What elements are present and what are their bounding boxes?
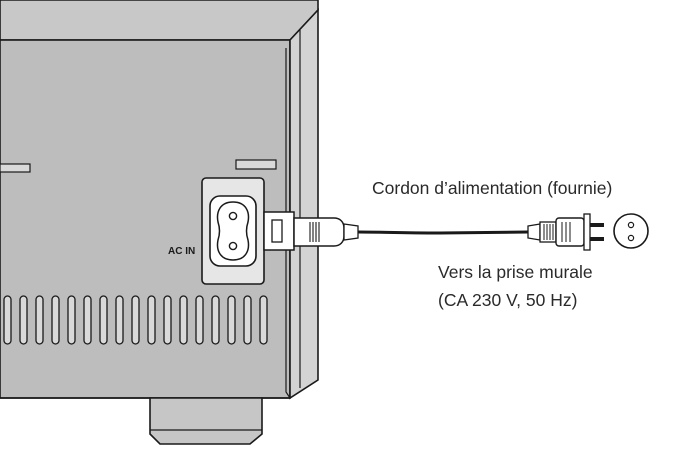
plug-grip-ribs (309, 222, 320, 242)
slot-marker-left (0, 163, 31, 173)
vent-slot (99, 295, 108, 345)
power-cord (357, 230, 529, 235)
power-cord-label: Cordon d’alimentation (fournie) (372, 178, 613, 198)
vent-slot (179, 295, 188, 345)
wall-plug (527, 213, 604, 251)
device-back-panel (0, 0, 319, 445)
vent-slot (35, 295, 44, 345)
vent-slot (163, 295, 172, 345)
plug-front-tab (271, 219, 283, 243)
vent-slot (195, 295, 204, 345)
vent-slot (67, 295, 76, 345)
vent-slot (83, 295, 92, 345)
ac-inlet-socket (216, 201, 250, 261)
wall-plug-body-ribs (561, 222, 571, 242)
ac-inlet (201, 177, 265, 285)
wall-plug-pin-top (590, 223, 604, 227)
wall-outlet (613, 213, 649, 249)
wall-outlet-label: Vers la prise murale (438, 262, 593, 282)
ventilation-slots (3, 295, 268, 345)
wall-plug-face (583, 213, 591, 251)
vent-slot (51, 295, 60, 345)
wall-plug-grip (539, 221, 557, 243)
vent-slot (131, 295, 140, 345)
wall-outlet-hole (627, 234, 635, 242)
slot-marker-right (235, 159, 277, 170)
device-top-surface (0, 0, 319, 41)
ac-in-label: AC IN (168, 246, 196, 257)
wall-plug-strain-relief (527, 223, 541, 241)
plug-strain-relief (343, 223, 359, 241)
vent-slot (259, 295, 268, 345)
wall-outlet-voltage-label: (CA 230 V, 50 Hz) (438, 290, 578, 310)
vent-slot (115, 295, 124, 345)
vent-slot (3, 295, 12, 345)
device-side-frame (289, 7, 319, 400)
device-foot (149, 397, 263, 445)
vent-slot (211, 295, 220, 345)
vent-slot (227, 295, 236, 345)
vent-slot (243, 295, 252, 345)
wall-outlet-hole (627, 221, 635, 229)
vent-slot (19, 295, 28, 345)
wall-outlet-ring (613, 213, 649, 249)
ac-inlet-pin-hole (228, 211, 238, 221)
wall-plug-pin-bottom (590, 237, 604, 241)
inner-recess-edge (285, 48, 291, 399)
cord-plug-connector (263, 211, 359, 251)
wall-plug-grip-ribs (543, 224, 554, 240)
ac-inlet-pin-hole (228, 241, 238, 251)
vent-slot (147, 295, 156, 345)
